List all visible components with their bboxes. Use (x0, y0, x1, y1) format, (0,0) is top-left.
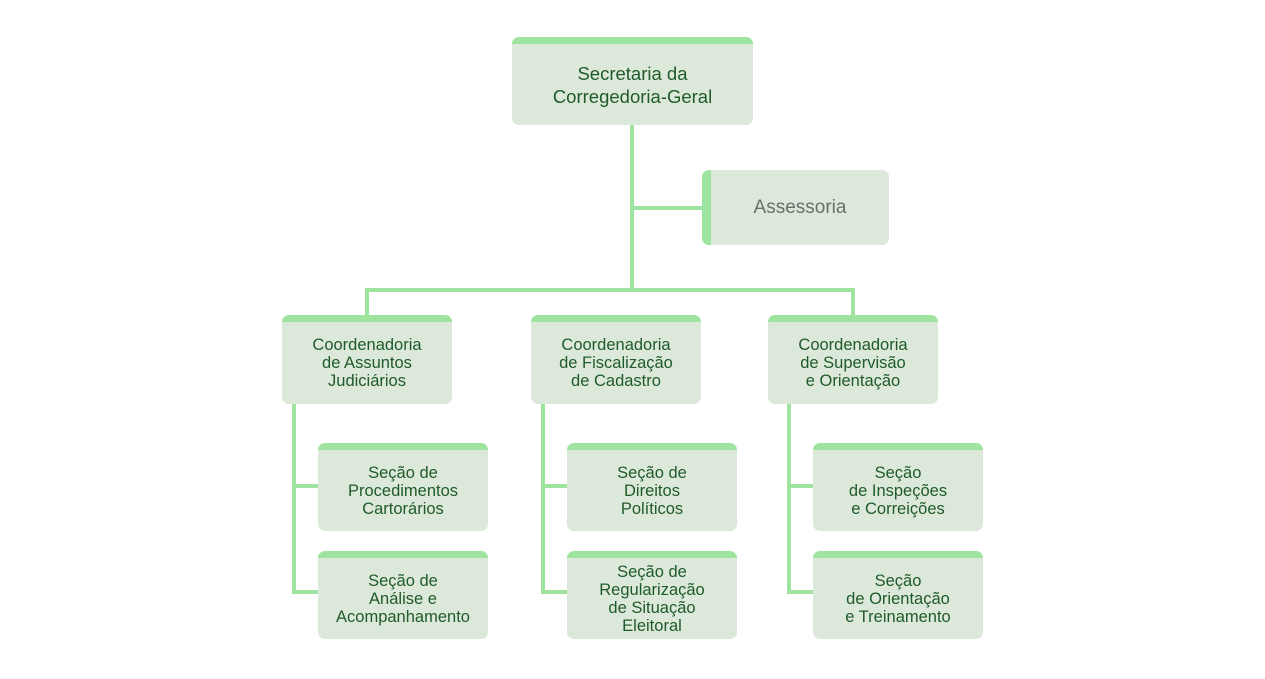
node-section-3-1: Seção de Inspeções e Correições (813, 443, 983, 531)
connector-advisory (630, 206, 704, 210)
node-advisory: Assessoria (702, 170, 889, 245)
connector-coord-3-section-2 (787, 590, 815, 594)
connector-coord-2-spine (541, 402, 545, 594)
connector-coord-2-section-2 (541, 590, 569, 594)
node-coordination-2: Coordenadoria de Fiscalização de Cadastr… (531, 315, 701, 404)
connector-coord-1-spine (292, 402, 296, 594)
connector-coord-1-drop (365, 288, 369, 318)
connector-coord-1-section-2 (292, 590, 320, 594)
node-root: Secretaria da Corregedoria-Geral (512, 37, 753, 125)
connector-coord-2-section-1 (541, 484, 569, 488)
connector-coord-3-spine (787, 402, 791, 594)
node-section-2-2: Seção de Regularização de Situação Eleit… (567, 551, 737, 639)
node-section-1-2: Seção de Análise e Acompanhamento (318, 551, 488, 639)
node-coordination-3: Coordenadoria de Supervisão e Orientação (768, 315, 938, 404)
connector-coord-3-section-1 (787, 484, 815, 488)
node-section-3-2: Seção de Orientação e Treinamento (813, 551, 983, 639)
connector-coord-3-drop (851, 288, 855, 318)
node-section-2-1: Seção de Direitos Políticos (567, 443, 737, 531)
connector-coord-1-section-1 (292, 484, 320, 488)
connector-horizontal-bus (365, 288, 855, 292)
node-section-1-1: Seção de Procedimentos Cartorários (318, 443, 488, 531)
node-coordination-1: Coordenadoria de Assuntos Judiciários (282, 315, 452, 404)
